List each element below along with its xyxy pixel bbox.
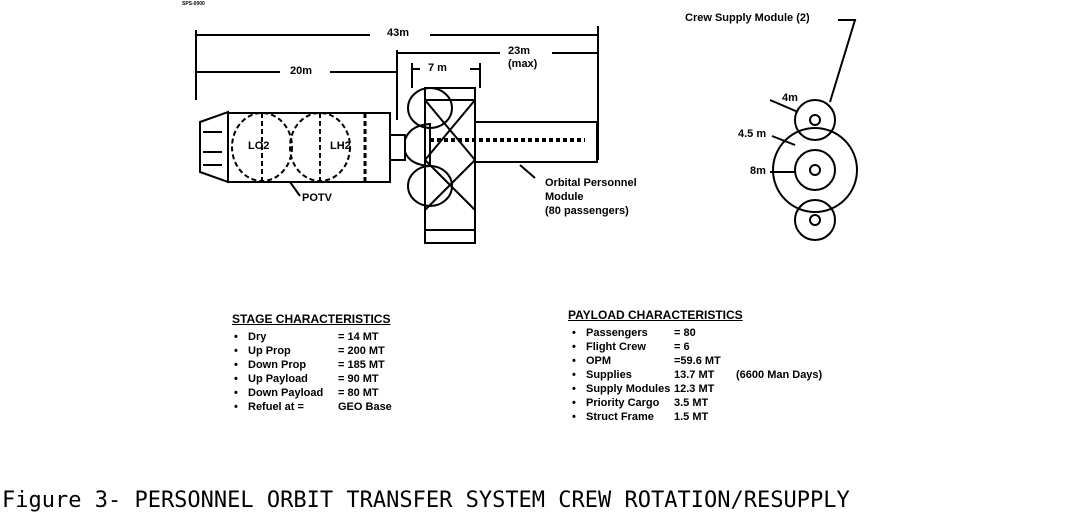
tank-lo2-label: LO2 (248, 140, 270, 152)
row-value: GEO Base (338, 401, 392, 413)
bullet: • (234, 373, 238, 385)
characteristic-row: • Struct Frame 1.5 MT (572, 411, 736, 423)
figure-id: SPS-0000 (182, 1, 205, 7)
dim-module-note: (max) (508, 58, 538, 70)
bullet: • (572, 327, 576, 339)
row-value: = 14 MT (338, 331, 379, 343)
row-label: Up Prop (248, 345, 291, 357)
row-label: Up Payload (248, 373, 308, 385)
row-label: Priority Cargo (586, 397, 660, 409)
row-label: Struct Frame (586, 411, 654, 423)
row-value: 12.3 MT (674, 383, 715, 395)
crew-supply-module-label: Crew Supply Module (2) (685, 12, 810, 24)
characteristic-row: • Down Prop = 185 MT (234, 359, 408, 371)
opm-label-2: Module (545, 191, 584, 203)
bullet: • (572, 383, 576, 395)
dim-4-5m: 4.5 m (738, 128, 767, 140)
orbital-personnel-module (404, 87, 598, 244)
characteristic-row: • Up Prop = 200 MT (234, 345, 408, 357)
potv-stage (199, 110, 406, 197)
row-label: Supplies (586, 369, 632, 381)
row-value: 3.5 MT (674, 397, 709, 409)
characteristic-row: • Flight Crew = 6 (572, 341, 736, 353)
characteristic-row: • Priority Cargo 3.5 MT (572, 397, 736, 409)
dimension-lines (195, 26, 599, 160)
dim-overall: 43m (387, 27, 410, 39)
bullet: • (234, 359, 238, 371)
row-value: 1.5 MT (674, 411, 709, 423)
row-value: = 185 MT (338, 359, 385, 371)
characteristic-row: • Up Payload = 90 MT (234, 373, 408, 385)
row-value: = 200 MT (338, 345, 385, 357)
bullet: • (572, 355, 576, 367)
opm-label-1: Orbital Personnel (545, 177, 637, 189)
row-value: = 80 (674, 327, 696, 339)
dim-frame: 7 m (428, 62, 447, 74)
bullet: • (234, 387, 238, 399)
characteristic-row: • Passengers = 80 (572, 327, 736, 339)
payload-characteristics-title: PAYLOAD CHARACTERISTICS (568, 308, 743, 322)
row-value: = 6 (674, 341, 690, 353)
row-label: Flight Crew (586, 341, 646, 353)
characteristic-row: • Dry = 14 MT (234, 331, 408, 343)
characteristic-row: • OPM =59.6 MT (572, 355, 736, 367)
row-label: Down Prop (248, 359, 307, 371)
row-value: =59.6 MT (674, 355, 721, 367)
tank-lh2-label: LH2 (330, 140, 351, 152)
row-note: (6600 Man Days) (736, 369, 823, 381)
row-label: Down Payload (248, 387, 324, 399)
characteristic-row: • Supplies 13.7 MT (6600 Man Days) (572, 369, 822, 381)
row-label: Dry (248, 331, 267, 343)
bullet: • (572, 397, 576, 409)
figure-caption: Figure 3- PERSONNEL ORBIT TRANSFER SYSTE… (2, 488, 850, 513)
row-label: Passengers (586, 327, 648, 339)
bullet: • (572, 411, 576, 423)
row-value: 13.7 MT (674, 369, 715, 381)
row-label: Refuel at = (248, 401, 304, 413)
end-view (769, 19, 858, 241)
bullet: • (234, 401, 238, 413)
dim-4m: 4m (782, 92, 798, 104)
stage-characteristics-title: STAGE CHARACTERISTICS (232, 312, 391, 326)
bullet: • (234, 345, 238, 357)
row-value: = 90 MT (338, 373, 379, 385)
characteristic-row: • Down Payload = 80 MT (234, 387, 408, 399)
characteristic-row: • Refuel at = GEO Base (234, 401, 408, 413)
bullet: • (234, 331, 238, 343)
row-value: = 80 MT (338, 387, 379, 399)
bullet: • (572, 341, 576, 353)
potv-label: POTV (302, 192, 332, 204)
row-label: Supply Modules (586, 383, 671, 395)
row-label: OPM (586, 355, 612, 367)
dim-module: 23m (508, 45, 531, 57)
dim-8m: 8m (750, 165, 766, 177)
dim-stage: 20m (290, 65, 313, 77)
bullet: • (572, 369, 576, 381)
opm-label-3: (80 passengers) (545, 205, 629, 217)
